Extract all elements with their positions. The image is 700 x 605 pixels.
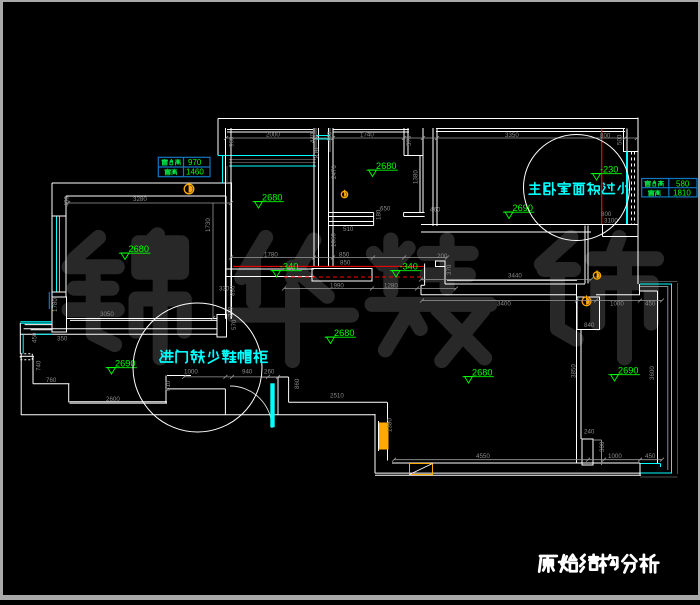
svg-text:800: 800 — [600, 133, 611, 140]
svg-text:860: 860 — [294, 378, 301, 389]
svg-text:1730: 1730 — [205, 218, 212, 232]
svg-text:810: 810 — [314, 147, 321, 158]
svg-text:570: 570 — [406, 135, 413, 146]
svg-text:890: 890 — [230, 285, 237, 296]
svg-text:3850: 3850 — [571, 364, 578, 378]
svg-text:440: 440 — [310, 132, 317, 143]
svg-text:650: 650 — [380, 206, 391, 213]
svg-text:1380: 1380 — [413, 170, 420, 184]
svg-text:2690: 2690 — [618, 366, 638, 376]
svg-text:1810: 1810 — [673, 189, 691, 198]
svg-text:1740: 1740 — [360, 132, 374, 139]
svg-text:3280: 3280 — [133, 196, 147, 203]
svg-text:1780: 1780 — [264, 252, 278, 259]
svg-text:500: 500 — [617, 134, 624, 145]
svg-text:3350: 3350 — [505, 132, 519, 139]
svg-text:3100: 3100 — [604, 218, 618, 225]
svg-text:940: 940 — [242, 369, 253, 376]
svg-text:960: 960 — [229, 136, 236, 147]
svg-text:1000: 1000 — [184, 369, 198, 376]
svg-text:610: 610 — [165, 380, 172, 391]
svg-text:200: 200 — [437, 253, 448, 260]
svg-text:270: 270 — [228, 306, 235, 317]
svg-text:2470: 2470 — [331, 165, 338, 179]
svg-text:580: 580 — [676, 179, 690, 188]
svg-text:840: 840 — [584, 322, 595, 329]
svg-text:2000: 2000 — [266, 132, 280, 139]
svg-text:-340: -340 — [280, 262, 298, 272]
svg-text:2680: 2680 — [129, 244, 149, 254]
svg-text:2690: 2690 — [115, 359, 135, 369]
svg-text:1280: 1280 — [384, 283, 398, 290]
svg-text:3600: 3600 — [649, 366, 656, 380]
svg-text:370: 370 — [446, 264, 453, 275]
svg-text:2680: 2680 — [472, 368, 492, 378]
svg-text:850: 850 — [339, 252, 350, 259]
svg-text:1990: 1990 — [330, 283, 344, 290]
svg-text:3050: 3050 — [100, 311, 114, 318]
svg-text:2680: 2680 — [334, 328, 354, 338]
svg-text:570: 570 — [231, 319, 238, 330]
svg-text:450: 450 — [645, 301, 656, 308]
svg-text:300: 300 — [599, 441, 606, 452]
svg-text:1000: 1000 — [610, 301, 624, 308]
svg-text:800: 800 — [601, 211, 612, 218]
svg-text:440: 440 — [327, 131, 334, 142]
svg-text:240: 240 — [584, 429, 595, 436]
svg-text:3440: 3440 — [508, 273, 522, 280]
svg-text:1780: 1780 — [52, 298, 59, 312]
svg-text:970: 970 — [188, 158, 202, 167]
svg-text:450: 450 — [32, 332, 39, 343]
svg-text:260: 260 — [264, 369, 275, 376]
svg-text:510: 510 — [343, 226, 354, 233]
svg-text:-340: -340 — [400, 262, 418, 272]
svg-text:2690: 2690 — [513, 203, 533, 213]
svg-text:740: 740 — [36, 360, 43, 371]
svg-text:180: 180 — [376, 209, 383, 220]
svg-text:1060: 1060 — [331, 233, 338, 247]
svg-text:-230: -230 — [600, 165, 618, 175]
svg-text:1000: 1000 — [608, 453, 622, 460]
svg-text:2600: 2600 — [106, 396, 120, 403]
svg-text:850: 850 — [340, 260, 351, 267]
svg-text:3400: 3400 — [497, 301, 511, 308]
svg-text:2510: 2510 — [330, 393, 344, 400]
svg-text:450: 450 — [645, 453, 656, 460]
svg-text:4550: 4550 — [476, 453, 490, 460]
svg-text:2680: 2680 — [376, 161, 396, 171]
svg-text:330: 330 — [219, 286, 230, 293]
svg-text:350: 350 — [57, 336, 68, 343]
svg-text:1380: 1380 — [387, 418, 394, 432]
svg-text:430: 430 — [64, 196, 71, 207]
svg-text:460: 460 — [430, 207, 441, 214]
svg-text:1460: 1460 — [186, 168, 204, 177]
svg-text:2680: 2680 — [262, 193, 282, 203]
svg-text:760: 760 — [46, 377, 57, 384]
